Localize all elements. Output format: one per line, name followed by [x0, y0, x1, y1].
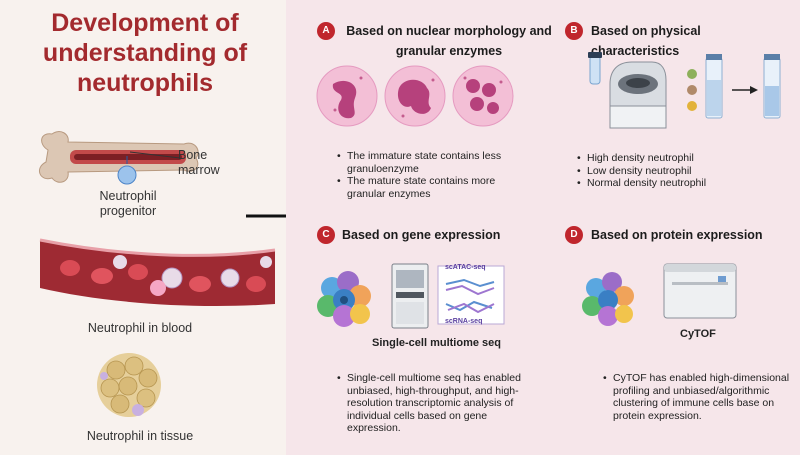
bone-label-line-1: Bone	[178, 148, 208, 162]
sequencing-data-illustration	[437, 265, 505, 325]
cytof-machine-illustration	[663, 263, 737, 319]
title-line-3: neutrophils	[76, 69, 214, 97]
panel-b-bullet-3: Normal density neutrophil	[577, 177, 777, 190]
panel-b-bullet-1: High density neutrophil	[577, 152, 777, 165]
neutrophil-cells-illustration	[316, 65, 514, 127]
panel-a-title-line-1: Based on nuclear morphology and	[346, 24, 552, 38]
bone-marrow-label: Bone marrow	[178, 148, 220, 178]
blood-vessel-illustration	[39, 238, 276, 307]
multiome-caption: Single-cell multiome seq	[372, 337, 501, 349]
panel-a-title-line-2: granular enzymes	[395, 44, 503, 58]
panel-d-title: Based on protein expression	[591, 228, 763, 242]
panel-b-bullet-2: Low density neutrophil	[577, 165, 777, 178]
panel-b-title: Based on physical characteristics	[591, 24, 701, 58]
bone-label-line-2: marrow	[178, 163, 220, 177]
panel-d-bullet-1: CyTOF has enabled high-dimensional profi…	[603, 372, 793, 422]
panel-d-badge: D	[565, 226, 583, 244]
progenitor-line-2: progenitor	[99, 204, 157, 218]
panel-d-bullets: CyTOF has enabled high-dimensional profi…	[603, 372, 793, 422]
panel-b-badge: B	[565, 22, 583, 40]
sequencer-illustration	[391, 263, 429, 329]
progenitor-line-1: Neutrophil	[99, 189, 157, 203]
panel-b-bullets: High density neutrophil Low density neut…	[577, 152, 777, 190]
centrifuge-illustration	[588, 52, 781, 129]
panel-c-title: Based on gene expression	[342, 228, 501, 242]
scatac-seq-tag: scATAC-seq	[445, 264, 486, 271]
title-line-2: understanding of	[42, 39, 248, 67]
panel-a-title: Based on nuclear morphology and granular…	[342, 21, 556, 61]
left-column: Development of understanding of neutroph…	[0, 0, 286, 455]
panel-c-bullet-1: Single-cell multiome seq has enabled unb…	[337, 372, 541, 435]
blood-label: Neutrophil in blood	[87, 321, 193, 335]
bone-pointer	[129, 151, 181, 159]
scrna-seq-tag: scRNA-seq	[445, 318, 483, 325]
progenitor-cell	[117, 156, 137, 185]
panel-a-bullets: The immature state contains less granulo…	[337, 150, 527, 200]
panel-a-bullet-2: The mature state contains more granular …	[337, 175, 527, 200]
tissue-illustration	[97, 353, 161, 417]
cell-cluster-illustration	[317, 271, 371, 327]
panel-c-badge: C	[317, 226, 335, 244]
title-line-1: Development of	[51, 9, 239, 37]
panel-c-bullets: Single-cell multiome seq has enabled unb…	[337, 372, 541, 435]
tissue-label: Neutrophil in tissue	[86, 429, 194, 443]
cytof-caption: CyTOF	[680, 328, 716, 340]
cell-cluster-d-illustration	[582, 272, 634, 326]
progenitor-label: Neutrophil progenitor	[84, 189, 172, 219]
main-title: Development of understanding of neutroph…	[10, 8, 280, 98]
panel-a-bullet-1: The immature state contains less granulo…	[337, 150, 527, 175]
panel-a-badge: A	[317, 22, 335, 40]
